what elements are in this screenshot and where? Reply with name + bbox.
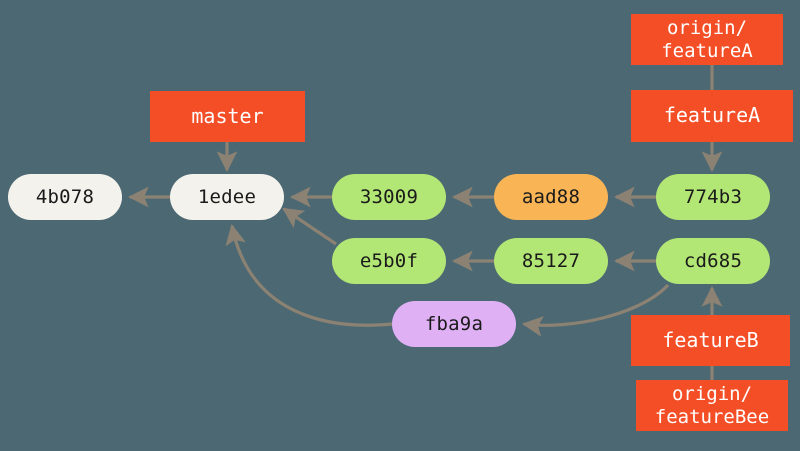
commit-node-aad88[interactable]: aad88 — [494, 174, 608, 220]
branch-label-origin--featureA[interactable]: origin/ featureA — [631, 14, 783, 65]
commit-node-1edee[interactable]: 1edee — [170, 174, 284, 220]
commit-node-33009[interactable]: 33009 — [332, 174, 446, 220]
branch-label-featureB[interactable]: featureB — [631, 315, 790, 366]
branch-label-origin--featureBee[interactable]: origin/ featureBee — [636, 380, 788, 431]
commit-node-85127[interactable]: 85127 — [494, 238, 608, 284]
edge-e5b0f-to-1edee — [282, 207, 337, 246]
commit-node-4b078[interactable]: 4b078 — [8, 174, 122, 220]
branch-label-featureA[interactable]: featureA — [631, 90, 793, 142]
commit-node-fba9a[interactable]: fba9a — [392, 301, 516, 347]
commit-node-cd685[interactable]: cd685 — [656, 238, 770, 284]
branch-label-master[interactable]: master — [150, 91, 305, 142]
commit-node-e5b0f[interactable]: e5b0f — [332, 238, 446, 284]
edge-fba9a-to-1edee — [225, 223, 393, 327]
commit-node-774b3[interactable]: 774b3 — [656, 174, 770, 220]
edge-cd685-to-fba9a — [521, 283, 670, 337]
